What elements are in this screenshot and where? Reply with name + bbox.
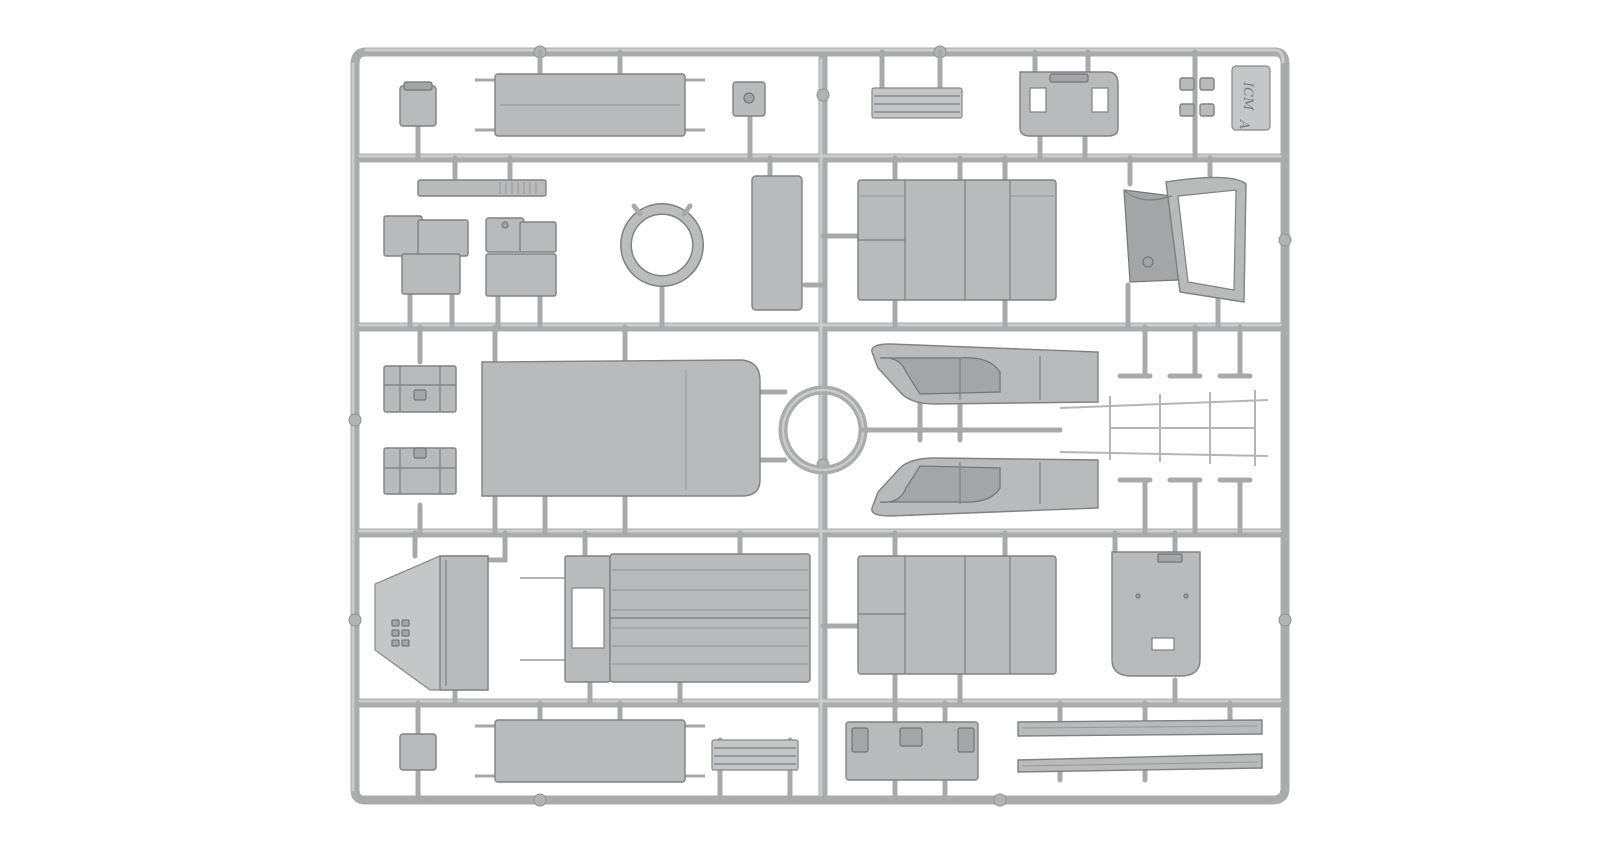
sprue-marking-tab: ICM A [1231,65,1271,131]
row2-left-parts [383,155,826,330]
row1-left-parts [399,49,766,161]
row5-left-parts [399,700,799,803]
row3-left-parts [383,324,1063,536]
row5-right-parts [845,700,1263,803]
sprue-letter-text: A [1236,119,1251,129]
row1-right-parts [871,49,1215,161]
ladder-frame [1059,324,1269,536]
row2-right-parts [820,155,1247,330]
row4-right-parts [820,530,1201,706]
sprue-brand-text: ICM [1240,81,1255,111]
row4-left-parts [374,530,811,706]
row3-right-parts [871,324,1269,536]
